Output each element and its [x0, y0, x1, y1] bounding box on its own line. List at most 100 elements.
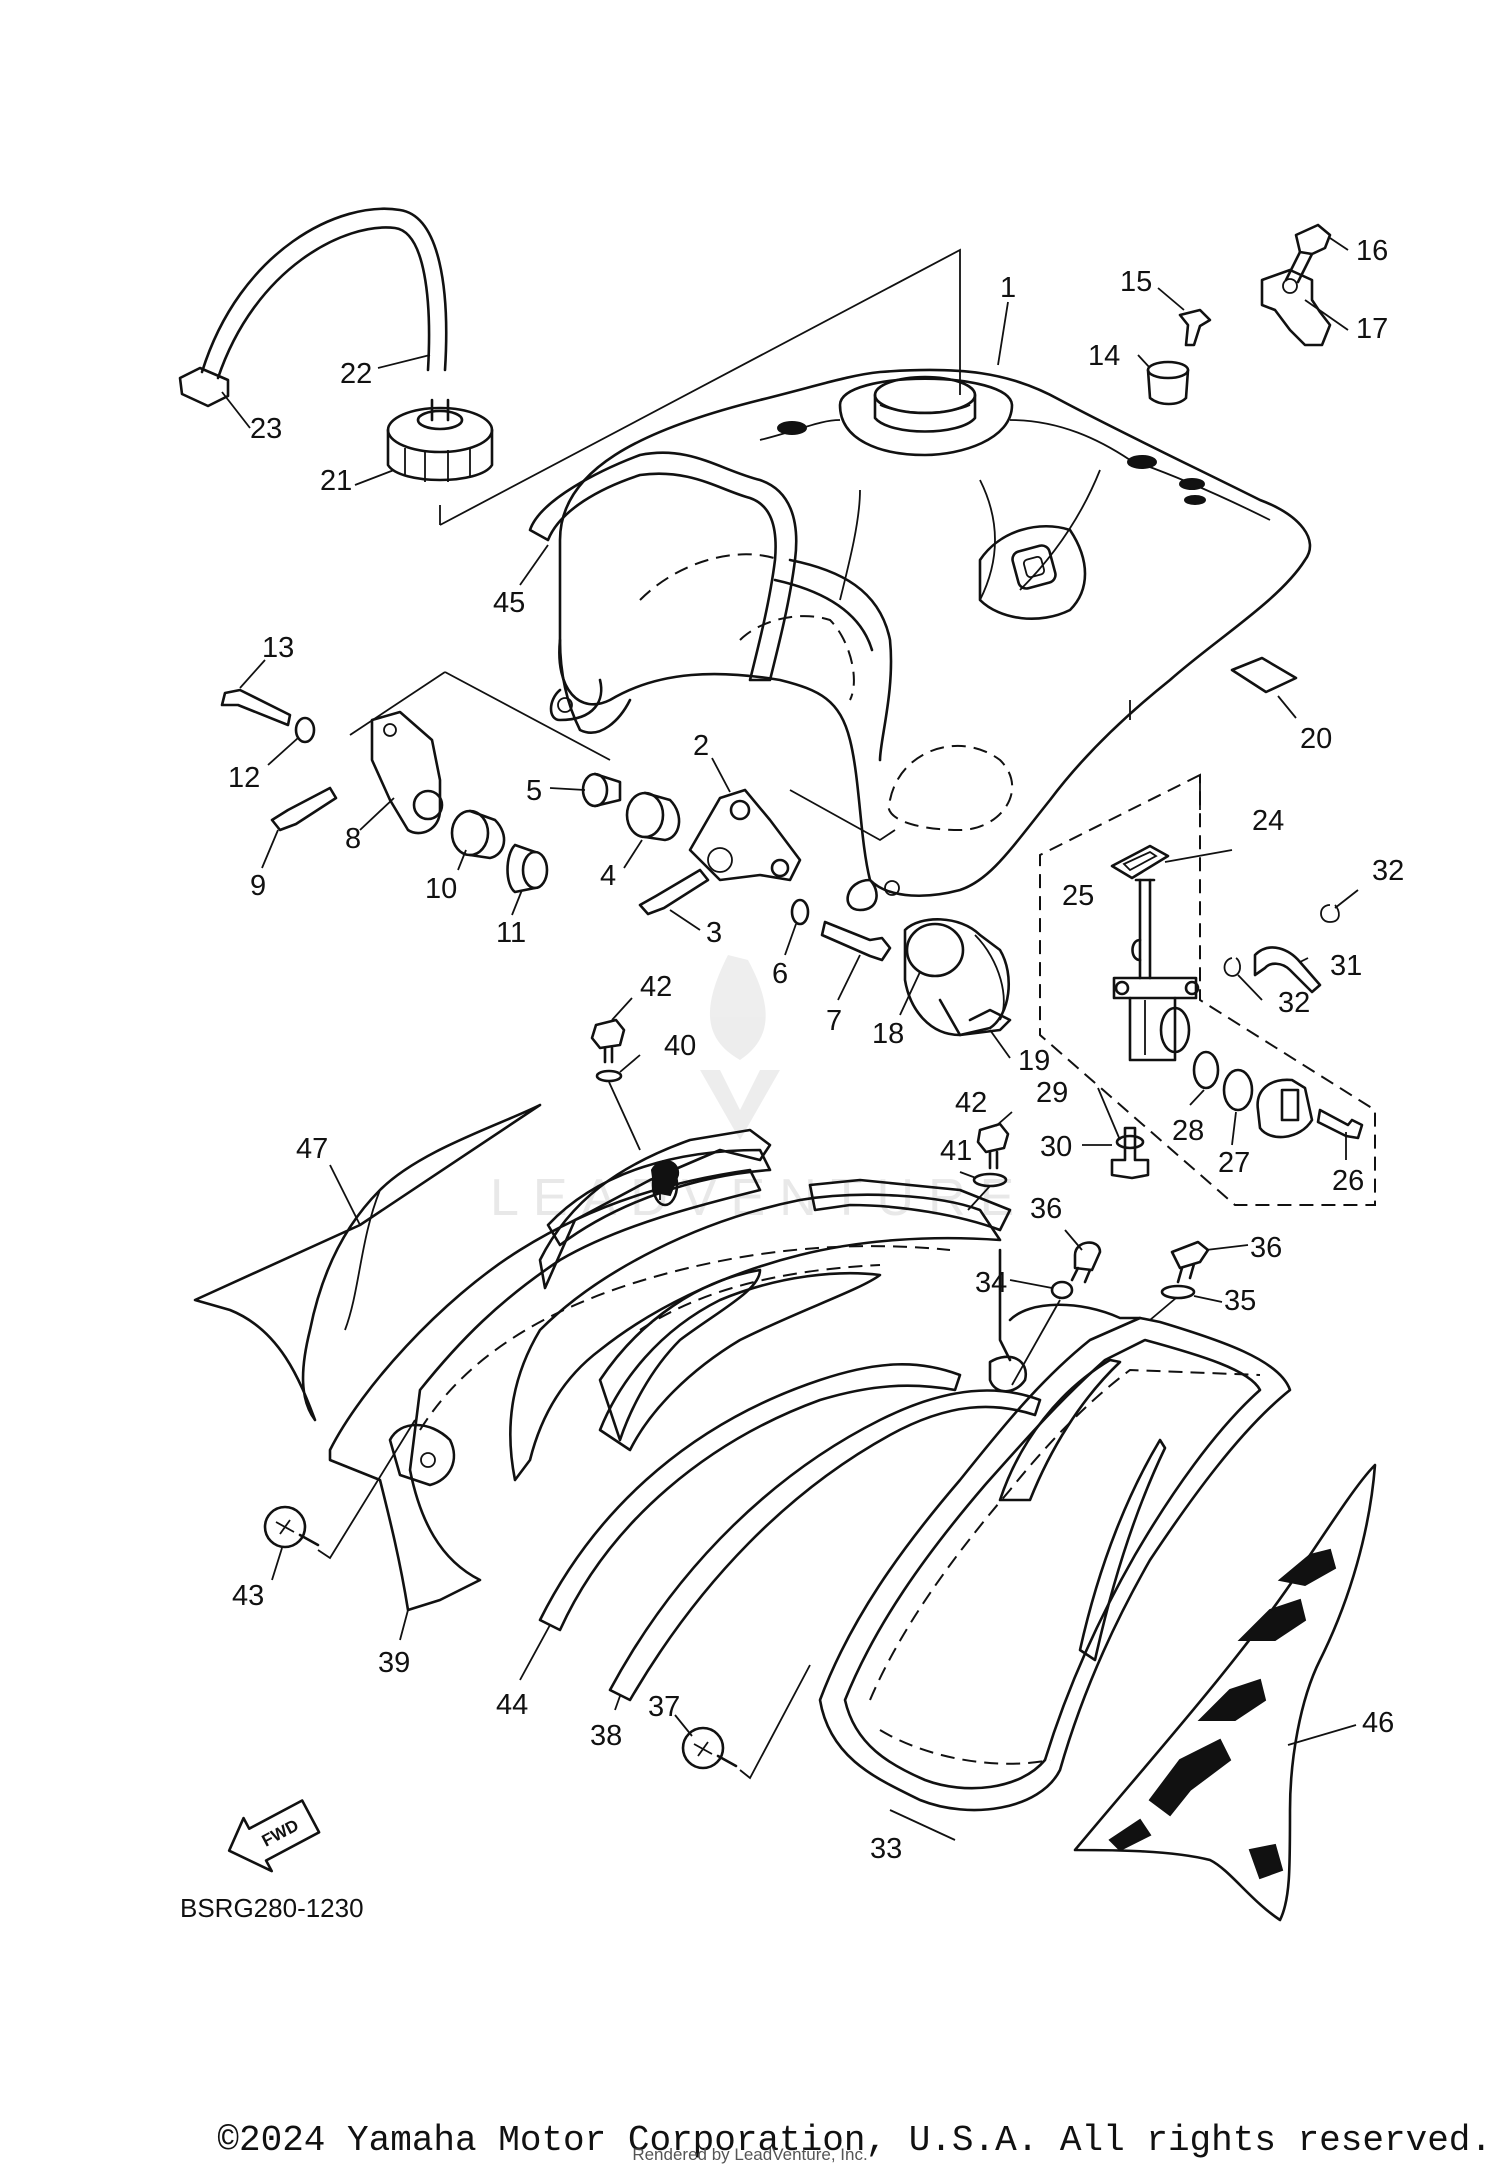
- callout-29: 29: [1036, 1077, 1068, 1109]
- callout-10: 10: [425, 873, 457, 905]
- callout-3: 3: [706, 917, 722, 949]
- diagram-code: BSRG280-1230: [180, 1893, 364, 1923]
- drain-screw-30: [1110, 1126, 1150, 1180]
- shroud-main: [509, 1178, 1012, 1482]
- callout-20: 20: [1300, 723, 1332, 755]
- callout-36b: 36: [1250, 1232, 1282, 1264]
- callout-9: 9: [250, 870, 266, 902]
- rendered-by-notice: Rendered by LeadVenture, Inc.: [632, 2145, 868, 2164]
- fuel-cock-box: [1039, 773, 1376, 1206]
- callout-44: 44: [496, 1689, 528, 1721]
- bolt-42-a: [590, 1018, 626, 1064]
- decal-46: [1073, 1463, 1377, 1922]
- callout-34: 34: [975, 1267, 1007, 1299]
- bolt-13: [220, 688, 292, 727]
- pad-20: [1230, 656, 1298, 694]
- callout-45: 45: [493, 587, 525, 619]
- callout-35: 35: [1224, 1285, 1256, 1317]
- callout-14: 14: [1088, 340, 1120, 372]
- seal-28: [1192, 1050, 1220, 1090]
- clip-32-top: [1320, 904, 1340, 923]
- fuel-tank: [549, 368, 1312, 912]
- clip-32-bottom: [1223, 957, 1241, 977]
- callout-37: 37: [648, 1691, 680, 1723]
- breather-hose-edge: [216, 226, 431, 380]
- washer-29: [1115, 1134, 1145, 1150]
- bolt-36-b: [1170, 1240, 1210, 1284]
- callout-46: 46: [1362, 1707, 1394, 1739]
- callout-16: 16: [1356, 235, 1388, 267]
- bolt-9: [270, 786, 338, 832]
- damper-14: [1146, 360, 1190, 406]
- washer-40: [595, 1069, 623, 1083]
- lever-plate: [1256, 1078, 1314, 1139]
- callout-13: 13: [262, 632, 294, 664]
- bolt-42-b: [976, 1122, 1010, 1170]
- callout-24: 24: [1252, 805, 1284, 837]
- bolt-7: [820, 920, 892, 962]
- callout-41: 41: [940, 1135, 972, 1167]
- callout-33: 33: [870, 1833, 902, 1865]
- bracket-17: [1260, 268, 1332, 347]
- fuel-cock: [1112, 878, 1200, 1062]
- leader-lines: [221, 237, 1359, 1841]
- screw-26: [1316, 1108, 1364, 1140]
- callout-labels: 1 2 3 4 5 6 7 8 9 10 11 12 13 14 15 16 1…: [228, 235, 1404, 1865]
- callout-27: 27: [1218, 1147, 1250, 1179]
- washer-35: [1160, 1284, 1196, 1300]
- callout-15: 15: [1120, 266, 1152, 298]
- copyright-notice: ©2024 Yamaha Motor Corporation, U.S.A. A…: [217, 2120, 1492, 2161]
- callout-5: 5: [526, 775, 542, 807]
- callout-19: 19: [1018, 1045, 1050, 1077]
- watermark-text: LEADVENTURE: [490, 1169, 1028, 1227]
- grommet: [650, 1160, 680, 1197]
- callout-23: 23: [250, 413, 282, 445]
- callout-11: 11: [496, 917, 526, 949]
- washer-12: [294, 716, 316, 744]
- callout-32a: 32: [1372, 855, 1404, 887]
- callout-30: 30: [1040, 1131, 1072, 1163]
- screw-43: [263, 1505, 320, 1549]
- callout-43: 43: [232, 1580, 264, 1612]
- bolt-15: [1178, 308, 1212, 347]
- callout-28: 28: [1172, 1115, 1204, 1147]
- callout-25: 25: [1062, 880, 1094, 912]
- callout-21: 21: [320, 465, 352, 497]
- callout-17: 17: [1356, 313, 1388, 345]
- callout-38: 38: [590, 1720, 622, 1752]
- callout-26: 26: [1332, 1165, 1364, 1197]
- callout-18: 18: [872, 1018, 904, 1050]
- callout-40: 40: [664, 1030, 696, 1062]
- edge-strip-44: [538, 1363, 962, 1632]
- fuel-hose-31: [1253, 946, 1322, 994]
- callout-22: 22: [340, 358, 372, 390]
- hose-clip: [178, 366, 230, 408]
- callout-36a: 36: [1030, 1193, 1062, 1225]
- decal-47: [193, 1103, 542, 1422]
- callout-42b: 42: [955, 1087, 987, 1119]
- edge-strip-38: [608, 1389, 1042, 1702]
- callout-42a: 42: [640, 971, 672, 1003]
- tank-bracket-8: [370, 710, 444, 835]
- fuel-cap: [386, 398, 494, 482]
- callout-8: 8: [345, 823, 361, 855]
- shroud-right: [818, 1248, 1292, 1812]
- side-cover-left: [328, 1128, 951, 1612]
- callout-1: 1: [1000, 272, 1016, 304]
- tank-strap: [528, 451, 798, 682]
- collar-5: [581, 772, 622, 808]
- collar-11: [506, 843, 549, 894]
- damper-4: [625, 791, 681, 842]
- o-ring-27: [1222, 1068, 1254, 1112]
- tank-neck-line: [439, 248, 961, 526]
- screw-37: [681, 1726, 738, 1770]
- bolt-36-a: [1070, 1241, 1102, 1284]
- bolt-3: [638, 868, 710, 916]
- callout-4: 4: [600, 860, 616, 892]
- breather-hose: [200, 207, 448, 374]
- duct-18: [903, 918, 1012, 1037]
- callout-6: 6: [772, 958, 788, 990]
- bolt-16: [1294, 223, 1332, 256]
- callout-32b: 32: [1278, 987, 1310, 1019]
